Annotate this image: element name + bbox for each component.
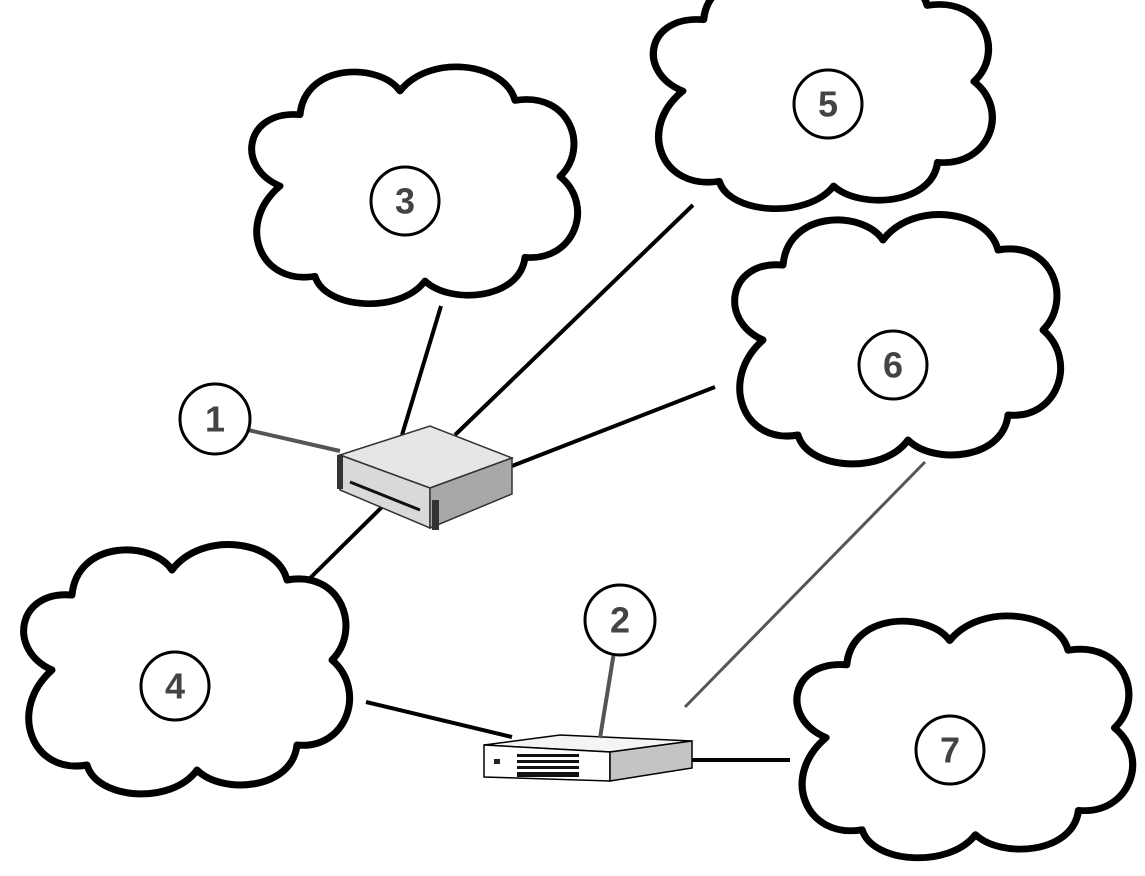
router-vent-4 (517, 772, 579, 777)
device-1-rack-server[interactable] (337, 425, 515, 530)
server-handle-left (337, 455, 343, 489)
device-2-router[interactable] (483, 734, 693, 782)
link-1-4 (296, 503, 386, 592)
callout-1: 1 (178, 382, 252, 456)
server-handle-right (432, 500, 439, 530)
link-1-6 (511, 385, 716, 468)
callout-2: 2 (583, 583, 657, 657)
router-vent-2 (517, 760, 579, 763)
callout-5: 5 (792, 68, 864, 140)
server-slot (349, 480, 421, 512)
callout-4: 4 (139, 650, 211, 722)
callout-1-label: 1 (205, 399, 225, 440)
callout-5-label: 5 (818, 84, 838, 125)
callout-2-label: 2 (610, 600, 630, 641)
callout-3: 3 (369, 165, 441, 237)
callout-3-label: 3 (395, 181, 415, 222)
callout-7: 7 (914, 714, 986, 786)
link-1-5 (453, 203, 695, 437)
connections (296, 203, 927, 762)
server-side (429, 456, 513, 530)
router-vent-1 (517, 754, 579, 757)
router-led (494, 759, 500, 764)
router-side (609, 740, 693, 782)
leader-2 (598, 645, 617, 739)
callout-4-label: 4 (165, 666, 185, 707)
link-2-4 (365, 700, 513, 739)
link-1-3 (400, 305, 443, 436)
callout-6: 6 (857, 329, 929, 401)
link-2-6 (683, 460, 927, 709)
leader-1 (247, 428, 341, 453)
router-vent-3 (517, 766, 579, 769)
callout-7-label: 7 (940, 730, 960, 771)
callout-6-label: 6 (883, 345, 903, 386)
